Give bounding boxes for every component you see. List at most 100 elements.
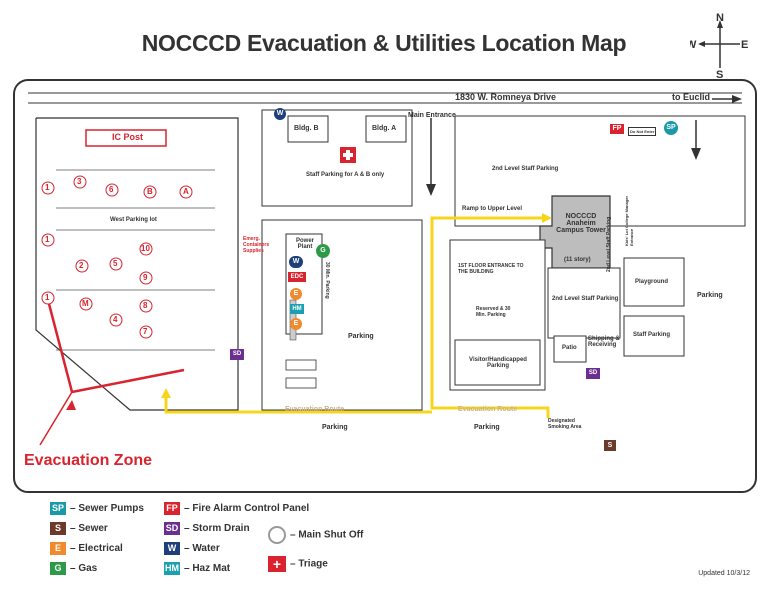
marker-4: 4: [113, 315, 118, 324]
ic-post-box: [85, 129, 167, 147]
w-marker-top: W: [274, 108, 286, 120]
marker-9: 9: [143, 273, 148, 282]
second-level-right-label: 2nd Level Staff Parking: [552, 296, 619, 302]
legend-sd: SD– Storm Drain: [164, 522, 250, 535]
triage-legend-icon: +: [268, 556, 286, 572]
marker-2: 2: [79, 261, 84, 270]
legend-s: S– Sewer: [50, 522, 108, 535]
reserved-label: Reserved & 30 Min. Parking: [476, 306, 511, 318]
west-lot-boundary: [35, 117, 239, 411]
marker-m: M: [82, 299, 89, 308]
emerg-label: Emerg. Containers Supplies: [243, 236, 270, 254]
fp-marker: FP: [610, 124, 624, 134]
legend-hm: HM– Haz Mat: [164, 562, 231, 575]
campus-map: [13, 79, 757, 493]
legend-sp: SP– Sewer Pumps: [50, 502, 144, 515]
fp-legend-icon: FP: [164, 502, 180, 515]
marker-a: A: [183, 187, 189, 196]
visitor-label: Visitor/Handicapped Parking: [469, 357, 527, 369]
marker-5: 5: [113, 259, 118, 268]
w-legend-icon: W: [164, 542, 180, 555]
do-not-enter-label: Do Not Enter: [628, 127, 657, 136]
marker-10: 10: [141, 244, 150, 253]
g-marker: G: [316, 244, 330, 258]
marker-1b: 1: [45, 235, 50, 244]
hm-marker: HM: [290, 304, 304, 314]
bottom-parking-label: Parking: [322, 424, 348, 431]
smoking-label: Designated Smoking Area: [548, 418, 582, 430]
g-legend-icon: G: [50, 562, 66, 575]
shipping-label: Shipping & Receiving: [588, 336, 620, 348]
thirty-min-label: 30 Min. Parking: [324, 262, 330, 299]
bldg-b-label: Bldg. B: [294, 125, 319, 132]
page-title: NOCCCD Evacuation & Utilities Location M…: [141, 30, 627, 56]
compass-rose: N S W E: [690, 12, 748, 80]
e-marker-1: E: [290, 288, 302, 300]
hm-legend-icon: HM: [164, 562, 180, 575]
marker-6: 6: [109, 185, 114, 194]
staff-parking-label: Staff Parking: [633, 332, 671, 338]
marker-8: 8: [143, 301, 148, 310]
center-parking-label: Parking: [348, 333, 374, 340]
patio-label: Patio: [562, 345, 577, 351]
marker-b: B: [147, 187, 153, 196]
e-legend-icon: E: [50, 542, 66, 555]
legend-g: G– Gas: [50, 562, 97, 575]
right-parking-label: Parking: [697, 292, 723, 299]
marker-1a: 1: [45, 183, 50, 192]
w-marker: W: [289, 256, 303, 268]
marker-1c: 1: [45, 293, 50, 302]
evac-zone-line: [46, 299, 74, 393]
evacuation-route: [430, 216, 550, 418]
s-marker: S: [604, 440, 616, 451]
kids-label: Kids' Lot College Manager Entrance: [624, 195, 634, 246]
west-markers: [41, 175, 193, 339]
bottom-parking2-label: Parking: [474, 424, 500, 431]
edc-marker: EDC: [288, 272, 306, 282]
sd-marker-1: SD: [230, 349, 244, 360]
visitor-parking: [454, 339, 541, 386]
bldg-b: [287, 115, 329, 143]
tower-story-label: (11 story): [564, 257, 591, 263]
power-plant-label: Power Plant: [295, 238, 314, 250]
updated-label: Updated 10/3/12: [698, 570, 750, 577]
to-euclid-arrow: [732, 95, 742, 103]
tower: [539, 195, 611, 269]
compass-e: E: [741, 39, 748, 51]
evac-zone-label: Evacuation Zone: [24, 452, 153, 469]
legend-w: W– Water: [164, 542, 220, 555]
tower-label: NOCCCD Anaheim Campus Tower: [556, 213, 606, 234]
legend-shutoff: – Main Shut Off: [268, 526, 363, 544]
staff-parking-box: [623, 315, 685, 357]
legend-e: E– Electrical: [50, 542, 123, 555]
evac-route-label-1: Evacuation Route: [285, 406, 345, 413]
west-parking-label: West Parking lot: [110, 217, 157, 223]
marker-3: 3: [77, 177, 82, 186]
sd-legend-icon: SD: [164, 522, 180, 535]
patio: [553, 335, 587, 363]
ic-post-label: IC Post: [112, 132, 144, 142]
marker-7: 7: [143, 327, 148, 336]
compass-w: W: [690, 39, 697, 51]
first-floor-label: 1ST FLOOR ENTRANCE TO THE BUILDING: [458, 263, 524, 275]
sp-legend-icon: SP: [50, 502, 66, 515]
evac-route-label-2: Evacuation Route: [458, 406, 518, 413]
playground-label: Playground: [635, 279, 669, 285]
bldg-a: [365, 115, 407, 143]
shutoff-legend-icon: [268, 526, 286, 544]
staff-parking-ab-label: Staff Parking for A & B only: [306, 172, 385, 178]
s-legend-icon: S: [50, 522, 66, 535]
second-level-side-label: 2nd Level Staff Parking: [606, 216, 612, 272]
second-level-staff-label: 2nd Level Staff Parking: [492, 166, 559, 172]
playground: [623, 257, 685, 307]
bldg-a-label: Bldg. A: [372, 125, 397, 132]
e-marker-2: E: [290, 318, 302, 330]
legend-fp: FP– Fire Alarm Control Panel: [164, 502, 309, 515]
sd-marker-2: SD: [586, 368, 600, 379]
to-euclid-label: to Euclid: [672, 92, 710, 102]
ramp-label: Ramp to Upper Level: [462, 206, 523, 212]
main-entrance-label: Main Entrance: [408, 112, 456, 119]
legend-triage: +– Triage: [268, 556, 328, 572]
sp-marker: SP: [664, 121, 678, 135]
street-label: 1830 W. Romneya Drive: [455, 92, 557, 102]
